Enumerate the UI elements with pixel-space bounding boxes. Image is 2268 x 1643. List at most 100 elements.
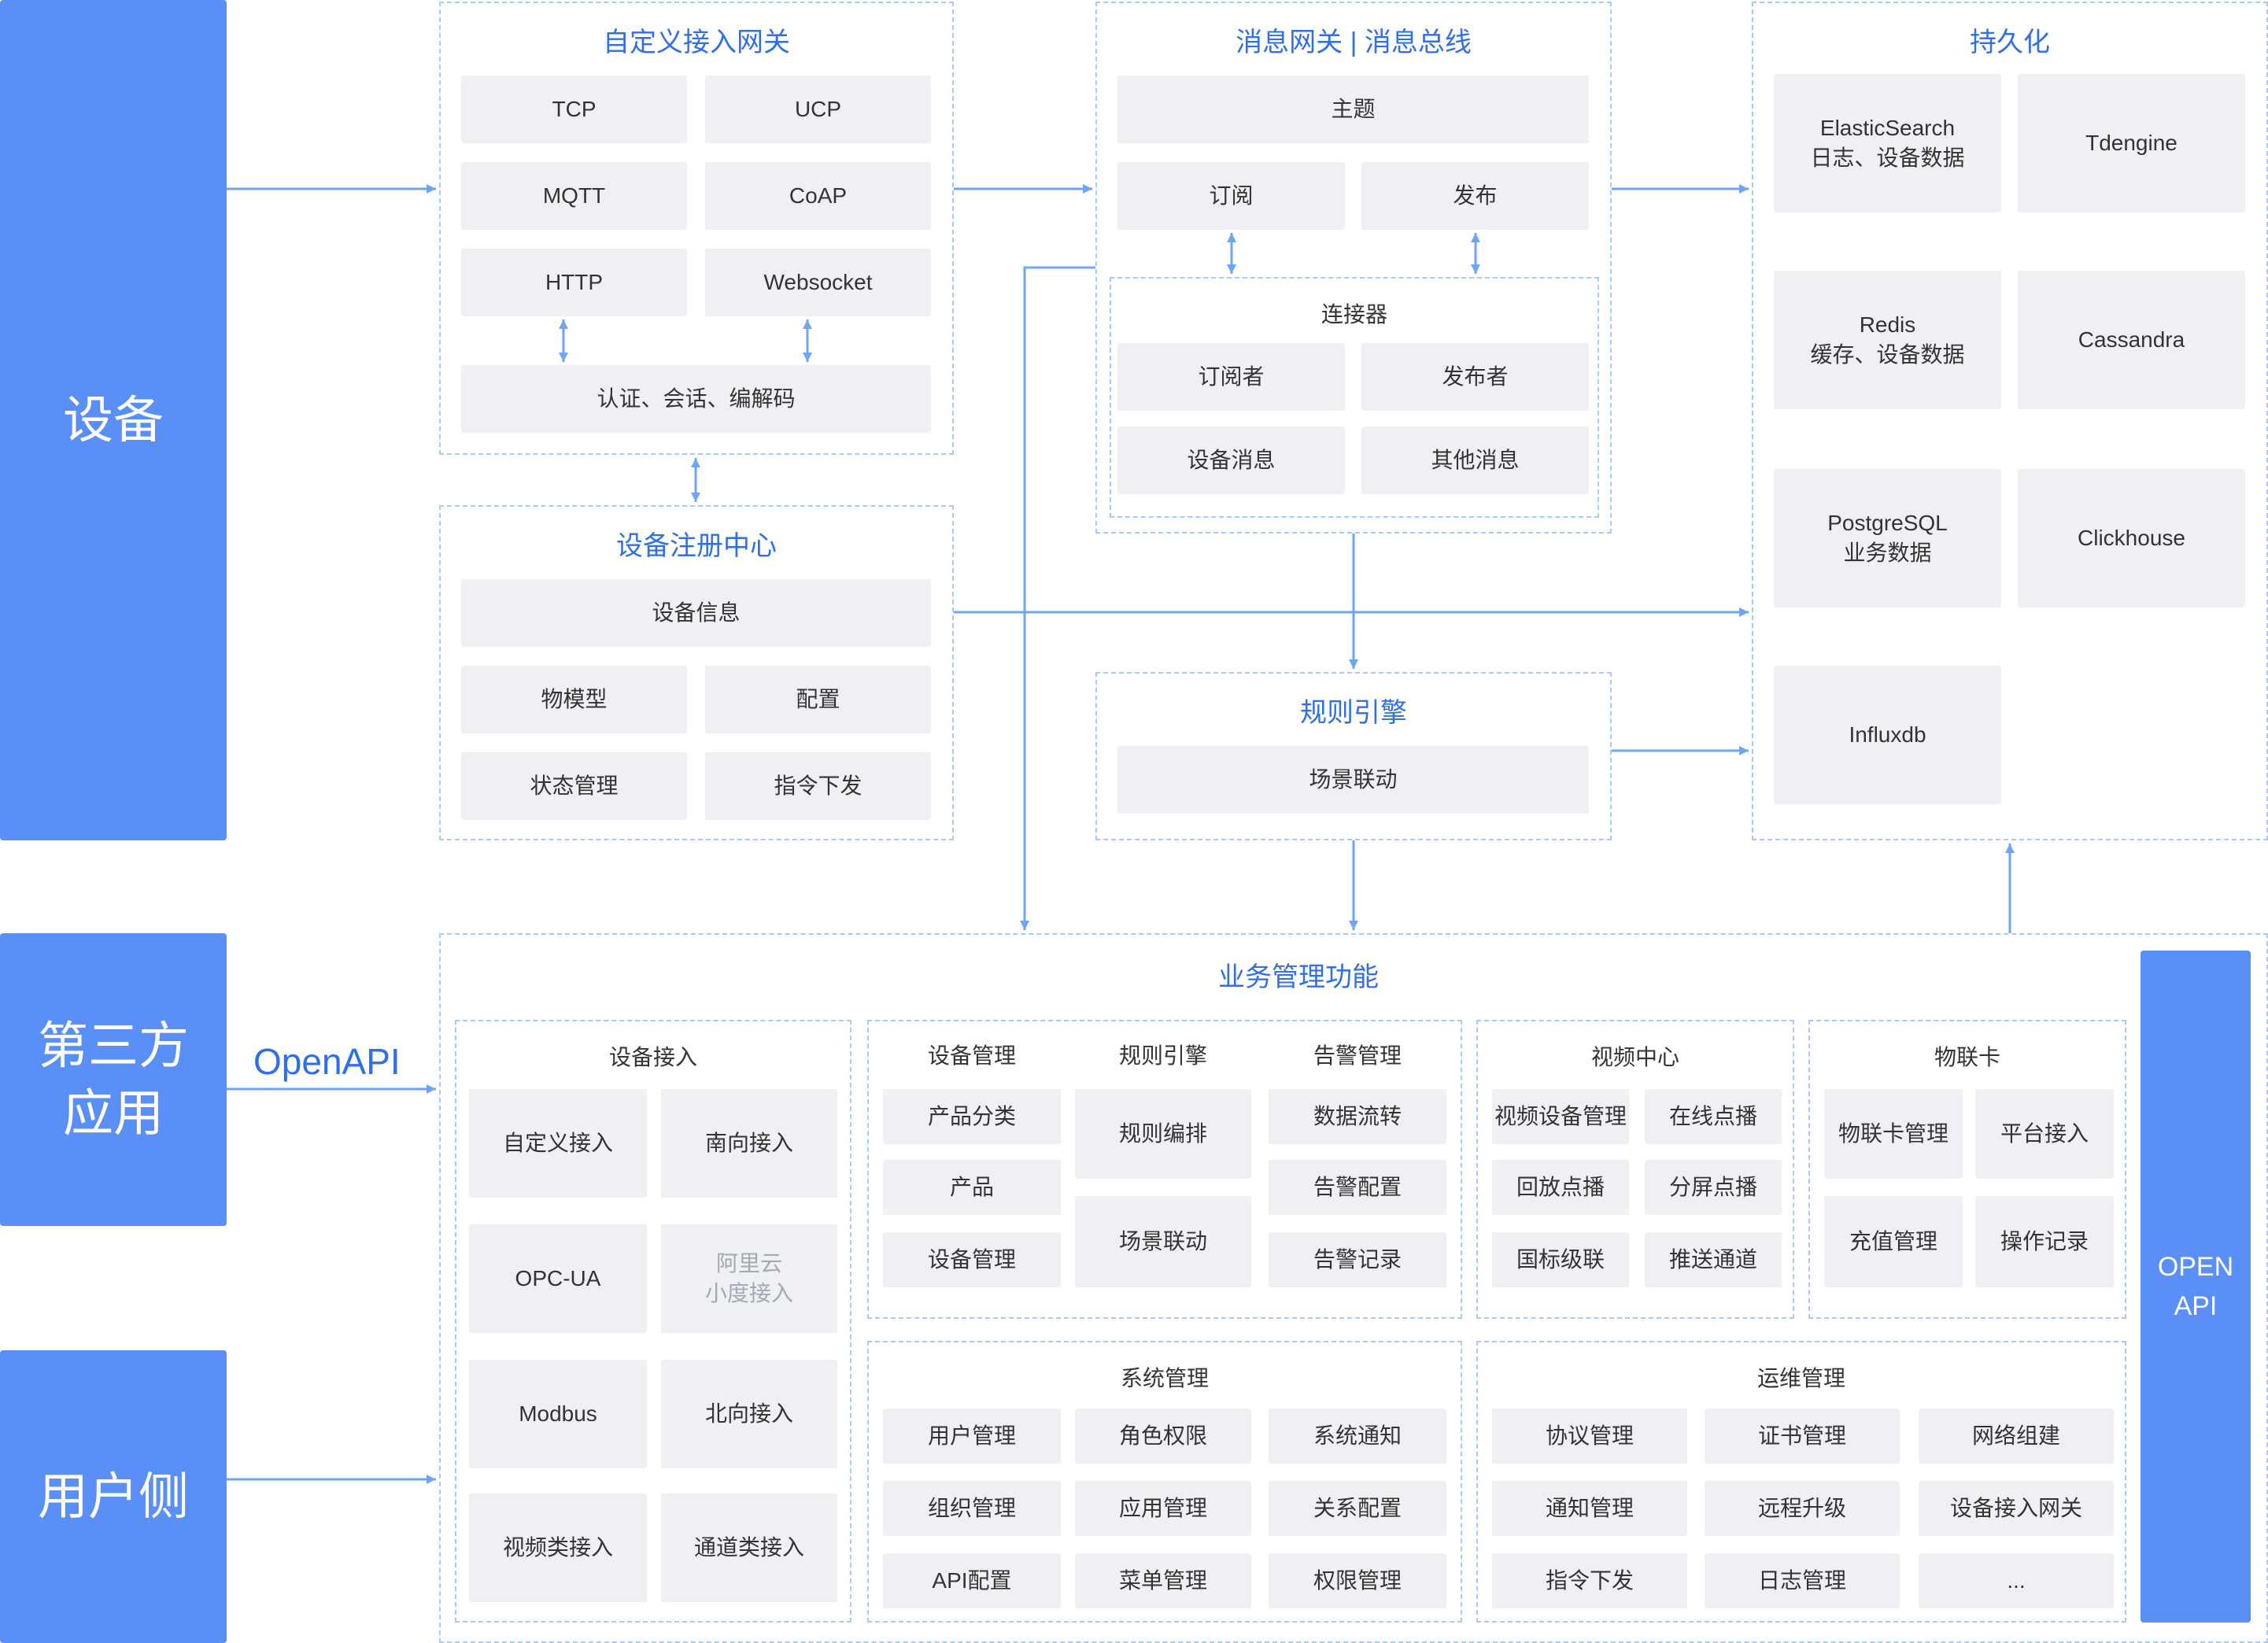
role-permission-box: 角色权限 (1075, 1409, 1251, 1464)
influxdb-box: Influxdb (1774, 666, 2001, 804)
remote-upgrade-box: 远程升级 (1705, 1481, 1900, 1536)
auth-codec-box: 认证、会话、编解码 (461, 365, 931, 433)
topic-box: 主题 (1117, 76, 1589, 143)
subscribe-box: 订阅 (1117, 162, 1345, 230)
elasticsearch-box: ElasticSearch 日志、设备数据 (1774, 74, 2001, 212)
alarm-records-box: 告警记录 (1269, 1232, 1446, 1287)
panel-title: 自定义接入网关 (603, 28, 790, 57)
channel-access-box: 通道类接入 (661, 1493, 837, 1602)
publisher-box: 发布者 (1361, 343, 1589, 411)
rules-title: 规则引擎 (1118, 1043, 1207, 1068)
data-flow-box: 数据流转 (1269, 1089, 1446, 1144)
rule-engine-panel: 规则引擎 (1095, 672, 1612, 840)
group-title: 运维管理 (1756, 1366, 1845, 1390)
ops-management-panel: 运维管理 (1476, 1341, 2126, 1623)
other-message-box: 其他消息 (1361, 426, 1589, 494)
device-management-box: 设备管理 (883, 1232, 1061, 1287)
log-mgmt-box: 日志管理 (1705, 1553, 1900, 1608)
modbus-box: Modbus (469, 1360, 647, 1468)
open-api-bar: OPEN API (2141, 951, 2251, 1623)
more-box: ... (1919, 1553, 2114, 1608)
tdengine-box: Tdengine (2018, 74, 2245, 212)
coap-box: CoAP (705, 162, 931, 230)
split-screen-box: 分屏点播 (1645, 1160, 1782, 1215)
cert-mgmt-box: 证书管理 (1705, 1409, 1900, 1464)
websocket-box: Websocket (705, 249, 931, 316)
gb-cascade-box: 国标级联 (1492, 1232, 1629, 1287)
relation-config-box: 关系配置 (1269, 1481, 1446, 1536)
north-access-box: 北向接入 (661, 1360, 837, 1468)
third-party-app-block: 第三方 应用 (0, 933, 227, 1226)
config-box: 配置 (705, 666, 931, 733)
platform-access-box: 平台接入 (1975, 1089, 2114, 1179)
http-box: HTTP (461, 249, 687, 316)
group-title: 设备接入 (608, 1045, 697, 1069)
product-category-box: 产品分类 (883, 1089, 1061, 1144)
thing-model-box: 物模型 (461, 666, 687, 733)
publish-box: 发布 (1361, 162, 1589, 230)
iot-card-panel: 物联卡 (1808, 1020, 2126, 1319)
device-access-panel: 设备接入 (455, 1020, 851, 1623)
recharge-mgmt-box: 充值管理 (1824, 1196, 1963, 1287)
user-mgmt-box: 用户管理 (883, 1409, 1061, 1464)
iot-card-mgmt-box: 物联卡管理 (1824, 1089, 1963, 1179)
custom-gateway-panel: 自定义接入网关 (439, 2, 954, 455)
permission-mgmt-box: 权限管理 (1269, 1553, 1446, 1608)
group-title: 视频中心 (1590, 1045, 1679, 1069)
panel-title: 消息网关 | 消息总线 (1236, 28, 1472, 57)
command-issue-box: 指令下发 (1492, 1553, 1687, 1608)
connector-title: 连接器 (1321, 302, 1387, 327)
tcp-box: TCP (461, 76, 687, 143)
video-device-mgmt-box: 视频设备管理 (1492, 1089, 1629, 1144)
network-build-box: 网络组建 (1919, 1409, 2114, 1464)
app-mgmt-box: 应用管理 (1075, 1481, 1251, 1536)
command-box: 指令下发 (705, 752, 931, 820)
panel-title: 设备注册中心 (616, 531, 777, 561)
persistence-panel: 持久化 (1752, 2, 2268, 840)
panel-title: 规则引擎 (1300, 698, 1407, 728)
panel-title: 业务管理功能 (1218, 962, 1379, 992)
system-management-panel: 系统管理 (867, 1341, 1462, 1623)
south-access-box: 南向接入 (661, 1089, 837, 1198)
connector-panel: 连接器 (1110, 277, 1599, 518)
business-management-panel: 业务管理功能 (439, 933, 2268, 1643)
system-notice-box: 系统通知 (1269, 1409, 1446, 1464)
state-mgmt-box: 状态管理 (461, 752, 687, 820)
postgresql-box: PostgreSQL 业务数据 (1774, 469, 2001, 607)
rule-orchestration-box: 规则编排 (1075, 1089, 1251, 1179)
redis-box: Redis 缓存、设备数据 (1774, 271, 2001, 409)
ucp-box: UCP (705, 76, 931, 143)
device-rule-alarm-panel (867, 1020, 1462, 1319)
api-config-box: API配置 (883, 1553, 1061, 1608)
device-message-box: 设备消息 (1117, 426, 1345, 494)
mqtt-box: MQTT (461, 162, 687, 230)
arrow-bus-to-business (1020, 266, 1095, 930)
group-title: 系统管理 (1120, 1366, 1209, 1390)
device-mgmt-title: 设备管理 (927, 1043, 1016, 1068)
clickhouse-box: Clickhouse (2018, 469, 2245, 607)
cassandra-box: Cassandra (2018, 271, 2245, 409)
custom-access-box: 自定义接入 (469, 1089, 647, 1198)
scene-linkage-biz-box: 场景联动 (1075, 1196, 1251, 1287)
subscriber-box: 订阅者 (1117, 343, 1345, 411)
alarm-title: 告警管理 (1313, 1043, 1402, 1068)
group-title: 物联卡 (1934, 1045, 2000, 1069)
openapi-label: OpenAPI (253, 1041, 401, 1082)
operation-log-box: 操作记录 (1975, 1196, 2114, 1287)
menu-mgmt-box: 菜单管理 (1075, 1553, 1251, 1608)
device-block: 设备 (0, 0, 227, 840)
video-access-box: 视频类接入 (469, 1493, 647, 1602)
push-channel-box: 推送通道 (1645, 1232, 1782, 1287)
live-play-box: 在线点播 (1645, 1089, 1782, 1144)
notify-mgmt-box: 通知管理 (1492, 1481, 1687, 1536)
message-bus-panel: 消息网关 | 消息总线 (1095, 2, 1612, 534)
product-box: 产品 (883, 1160, 1061, 1215)
aliyun-access-box: 阿里云 小度接入 (661, 1224, 837, 1333)
user-side-block: 用户侧 (0, 1350, 227, 1643)
opcua-box: OPC-UA (469, 1224, 647, 1333)
alarm-config-box: 告警配置 (1269, 1160, 1446, 1215)
device-info-box: 设备信息 (461, 579, 931, 647)
video-center-panel: 视频中心 (1476, 1020, 1794, 1319)
protocol-mgmt-box: 协议管理 (1492, 1409, 1687, 1464)
